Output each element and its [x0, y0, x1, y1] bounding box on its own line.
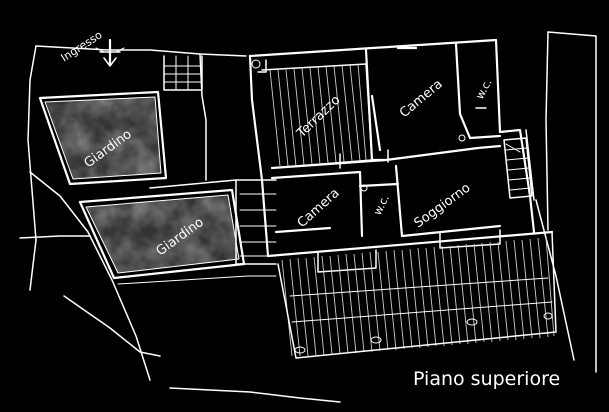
garden-bottom: [78, 188, 246, 280]
label-terrazzo: Terrazzo: [294, 93, 344, 142]
interior-walls: [270, 42, 502, 273]
label-wc-top: w.c.: [473, 77, 494, 102]
plan-title: Piano superiore: [413, 368, 561, 390]
lower-terrace-hatching: [277, 231, 557, 359]
label-soggiorno: Soggiorno: [412, 181, 474, 232]
site-boundary: [19, 31, 597, 403]
house-walls: [248, 38, 554, 258]
label-camera-top: Camera: [397, 77, 446, 121]
entrance-arrow-icon: [95, 38, 125, 67]
interior-stairs: [503, 137, 533, 199]
label-camera-bottom: Camera: [295, 186, 343, 231]
garden-top: [38, 90, 168, 186]
entrance-stairs: [163, 55, 203, 91]
label-ingresso: Ingresso: [59, 28, 105, 64]
label-wc-bottom: w.c.: [371, 193, 392, 218]
